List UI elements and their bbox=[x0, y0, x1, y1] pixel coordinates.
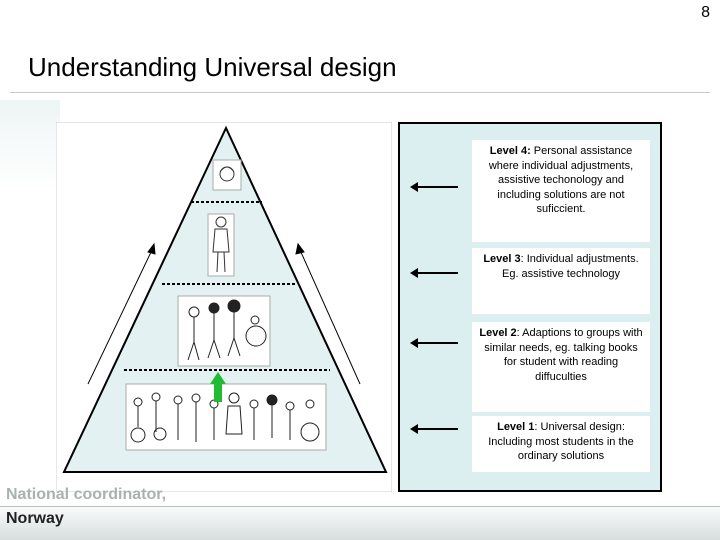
page-title: Understanding Universal design bbox=[28, 52, 397, 82]
levels-panel: Level 4: Personal assistance where indiv… bbox=[398, 122, 662, 492]
standing-person-icon bbox=[207, 213, 235, 277]
level-3-label: Level 3 bbox=[483, 253, 521, 265]
level-3-box: Level 3: Individual adjustments. Eg. ass… bbox=[472, 248, 650, 314]
many-people-icon bbox=[125, 383, 327, 451]
level-2-box: Level 2: Adaptions to groups with simila… bbox=[472, 322, 650, 412]
level-1-label: Level 1 bbox=[497, 421, 535, 433]
person-face-icon bbox=[212, 159, 242, 191]
left-arrow-icon bbox=[410, 268, 458, 278]
level-2-label: Level 2 bbox=[479, 327, 517, 339]
left-arrow-icon bbox=[410, 182, 458, 192]
left-arrow-icon bbox=[410, 424, 458, 434]
left-shade bbox=[0, 100, 60, 190]
green-up-arrow-icon bbox=[210, 372, 226, 402]
level-3-text: : Individual adjustments. Eg. assistive … bbox=[501, 253, 639, 280]
footer-organization: National coordinator, bbox=[6, 486, 167, 503]
level-4-text: Personal assistance where individual adj… bbox=[488, 145, 634, 215]
footer-divider bbox=[0, 506, 720, 507]
title-divider bbox=[10, 92, 710, 93]
level-4-box: Level 4: Personal assistance where indiv… bbox=[472, 140, 650, 242]
level-1-box: Level 1: Universal design: Including mos… bbox=[472, 416, 650, 472]
footer-country: Norway bbox=[6, 510, 64, 527]
group-people-icon bbox=[177, 295, 271, 367]
left-arrow-icon bbox=[410, 338, 458, 348]
right-side-arrow-icon bbox=[295, 242, 361, 385]
pyramid-diagram bbox=[56, 122, 392, 492]
left-side-arrow-icon bbox=[87, 242, 156, 385]
level-2-text: : Adaptions to groups with similar needs… bbox=[484, 327, 643, 383]
page-number: 8 bbox=[701, 4, 710, 21]
footer-band bbox=[0, 502, 720, 540]
level-1-text: : Universal design: Including most stude… bbox=[488, 421, 634, 462]
level-4-label: Level 4: bbox=[489, 145, 531, 157]
